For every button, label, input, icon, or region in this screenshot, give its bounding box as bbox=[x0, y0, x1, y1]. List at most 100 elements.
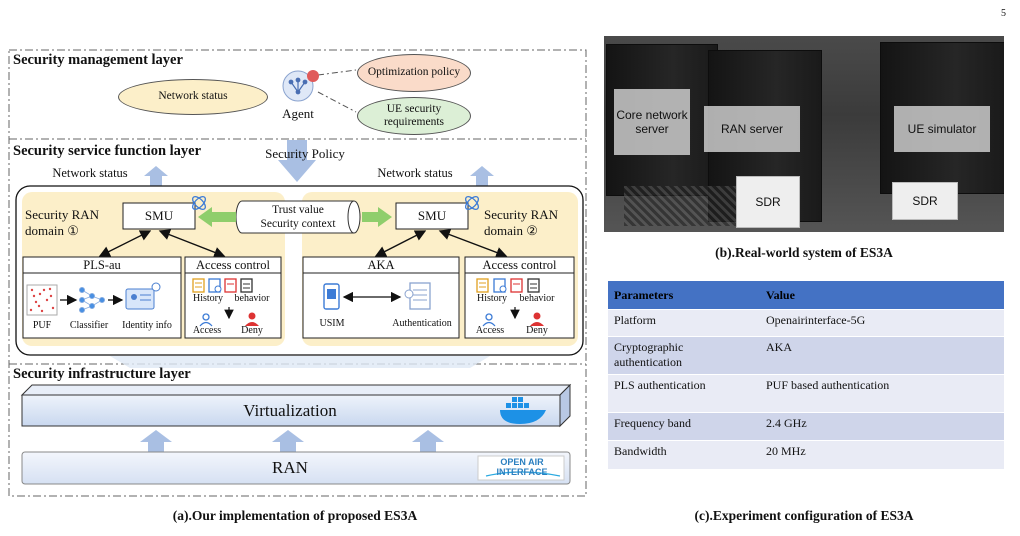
ran-bar bbox=[21, 451, 571, 485]
sdr-left: SDR bbox=[736, 176, 800, 228]
smu-right-box bbox=[395, 202, 469, 230]
docker-whale-icon bbox=[500, 397, 546, 424]
table-cell: Openairinterface-5G bbox=[760, 309, 1004, 337]
oai-logo-text: OPEN AIR INTERFACE bbox=[496, 457, 548, 477]
table-cell: Platform bbox=[608, 309, 760, 337]
green-arrow-left bbox=[198, 207, 236, 227]
ue-requirements-ellipse: UE security requirements bbox=[357, 97, 471, 135]
cables bbox=[624, 186, 744, 226]
infrastructure-layer-title: Security infrastructure layer bbox=[13, 366, 191, 382]
table-cell: PLS authentication bbox=[608, 374, 760, 413]
deny-user-icon-left bbox=[245, 312, 259, 326]
table-cell: AKA bbox=[760, 336, 1004, 375]
caption-a: (a).Our implementation of proposed ES3A bbox=[172, 508, 418, 523]
authentication-label: Authentication bbox=[392, 318, 452, 329]
smu-right-icon bbox=[465, 196, 479, 210]
deny-user-icon-right bbox=[530, 312, 544, 326]
table-header-param: Parameters bbox=[608, 281, 760, 310]
management-layer-title: Security management layer bbox=[13, 52, 183, 68]
puf-label: PUF bbox=[32, 320, 52, 331]
table-cell: Bandwidth bbox=[608, 440, 760, 469]
up-arrow-2 bbox=[272, 430, 304, 452]
alert-icon-left bbox=[224, 278, 237, 293]
page-number: 5 bbox=[1001, 8, 1006, 19]
access-control-left-title: Access control bbox=[196, 258, 270, 272]
network-status-left-label: Network status bbox=[52, 166, 128, 180]
smu-left-box bbox=[122, 202, 196, 230]
authentication-doc-icon bbox=[404, 282, 431, 310]
history-icon-right bbox=[476, 278, 489, 293]
access-user-icon-left bbox=[199, 313, 213, 327]
identity-card-icon bbox=[125, 282, 161, 310]
smu-left-label: SMU bbox=[144, 208, 174, 223]
table-row: Platform Openairinterface-5G bbox=[608, 309, 1004, 337]
history-icon-left bbox=[192, 278, 205, 293]
table-row: Cryptographic authentication AKA bbox=[608, 336, 1004, 375]
table-cell: 2.4 GHz bbox=[760, 412, 1004, 441]
caption-b: (b).Real-world system of ES3A bbox=[715, 245, 893, 260]
domain-right-label: Security RAN domain ② bbox=[484, 207, 559, 239]
agent-label: Agent bbox=[282, 106, 314, 121]
virtualization-bar bbox=[21, 394, 561, 427]
clock-icon-right bbox=[493, 278, 507, 293]
ran-label: RAN bbox=[272, 458, 308, 477]
identity-info-label: Identity info bbox=[122, 320, 172, 331]
green-arrow-right bbox=[362, 207, 392, 227]
smu-right-label: SMU bbox=[417, 208, 447, 223]
access-user-icon-right bbox=[482, 313, 496, 327]
real-world-photo: Core network server RAN server UE simula… bbox=[604, 36, 1004, 232]
service-layer-title: Security service function layer bbox=[13, 143, 202, 159]
pls-au-title: PLS-au bbox=[83, 258, 121, 272]
caption-c: (c).Experiment configuration of ES3A bbox=[694, 508, 914, 523]
core-server-label: Core network server bbox=[614, 89, 690, 155]
trust-value-label: Trust value bbox=[272, 204, 324, 216]
table-row: PLS authentication PUF based authenticat… bbox=[608, 374, 1004, 413]
history-left-label: History bbox=[193, 293, 223, 304]
access-control-right-box bbox=[464, 256, 575, 339]
trust-cylinder bbox=[347, 200, 361, 234]
domain-left-label: Security RAN domain ① bbox=[25, 207, 100, 239]
deny-left-label: Deny bbox=[241, 325, 263, 336]
access-right-label: Access bbox=[475, 325, 505, 336]
access-control-right-title: Access control bbox=[482, 258, 557, 272]
table-cell: Frequency band bbox=[608, 412, 760, 441]
usim-label: USIM bbox=[319, 318, 345, 329]
table-cell: PUF based authentication bbox=[760, 374, 1004, 413]
network-status-arrow-right bbox=[470, 166, 494, 188]
sdr-right: SDR bbox=[892, 182, 958, 220]
history-right-label: History bbox=[477, 293, 507, 304]
optimization-policy-ellipse: Optimization policy bbox=[357, 54, 471, 92]
behavior-right-label: behavior bbox=[519, 293, 555, 304]
ran-server-label: RAN server bbox=[704, 106, 800, 152]
table-cell: 20 MHz bbox=[760, 440, 1004, 469]
architecture-diagram bbox=[8, 49, 587, 497]
table-header-value: Value bbox=[760, 281, 1004, 310]
virtualization-label: Virtualization bbox=[243, 401, 337, 420]
doc-icon-left bbox=[240, 278, 253, 293]
security-policy-label: Security Policy bbox=[265, 146, 345, 161]
behavior-left-label: behavior bbox=[234, 293, 270, 304]
clock-icon-left bbox=[208, 278, 222, 293]
classifier-icon bbox=[79, 286, 106, 313]
up-arrow-3 bbox=[412, 430, 444, 452]
oai-logo bbox=[477, 455, 565, 481]
access-left-label: Access bbox=[192, 325, 222, 336]
aka-title: AKA bbox=[367, 258, 395, 272]
deny-right-label: Deny bbox=[526, 325, 548, 336]
config-table: Parameters Value Platform Openairinterfa… bbox=[608, 281, 1004, 469]
alert-icon-right bbox=[510, 278, 523, 293]
security-context-label: Security context bbox=[260, 218, 336, 231]
smu-left-icon bbox=[192, 196, 206, 210]
network-status-ellipse: Network status bbox=[118, 79, 268, 115]
usim-phone-icon bbox=[323, 283, 340, 310]
security-policy-arrow bbox=[278, 140, 316, 182]
table-row: Bandwidth 20 MHz bbox=[608, 440, 1004, 469]
doc-icon-right bbox=[527, 278, 540, 293]
ue-simulator-label: UE simulator bbox=[894, 106, 990, 152]
table-cell: Cryptographic authentication bbox=[608, 336, 760, 375]
network-status-right-label: Network status bbox=[377, 166, 453, 180]
network-status-arrow-left bbox=[144, 166, 168, 188]
table-row: Frequency band 2.4 GHz bbox=[608, 412, 1004, 441]
classifier-label: Classifier bbox=[69, 320, 109, 331]
outer-frame bbox=[8, 49, 587, 497]
